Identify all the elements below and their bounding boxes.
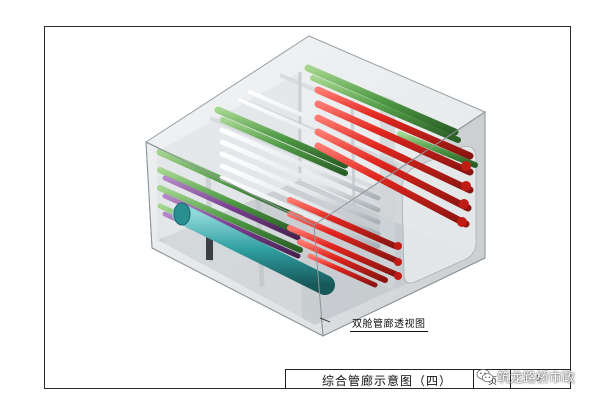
- drawing-title: 综合管廊示意图（四）: [322, 374, 453, 388]
- caption-leader: [319, 317, 331, 323]
- page-label: 页: [488, 377, 498, 387]
- wechat-icon: [476, 368, 494, 383]
- red-pipe-bundle: [287, 86, 474, 288]
- tunnel-edges: [145, 111, 486, 337]
- watermark-text: 筑龙路桥市政: [497, 370, 576, 386]
- page-number: 5: [536, 374, 542, 383]
- title-block: [285, 369, 571, 389]
- watermark: 筑龙路桥市政: [476, 365, 575, 387]
- diagram-caption: 双舱管廊透视图: [350, 315, 428, 332]
- teal-main-pipe: [172, 202, 335, 295]
- title-block-divider: [473, 369, 474, 389]
- support-column: [206, 228, 213, 260]
- title-block-divider: [510, 369, 511, 389]
